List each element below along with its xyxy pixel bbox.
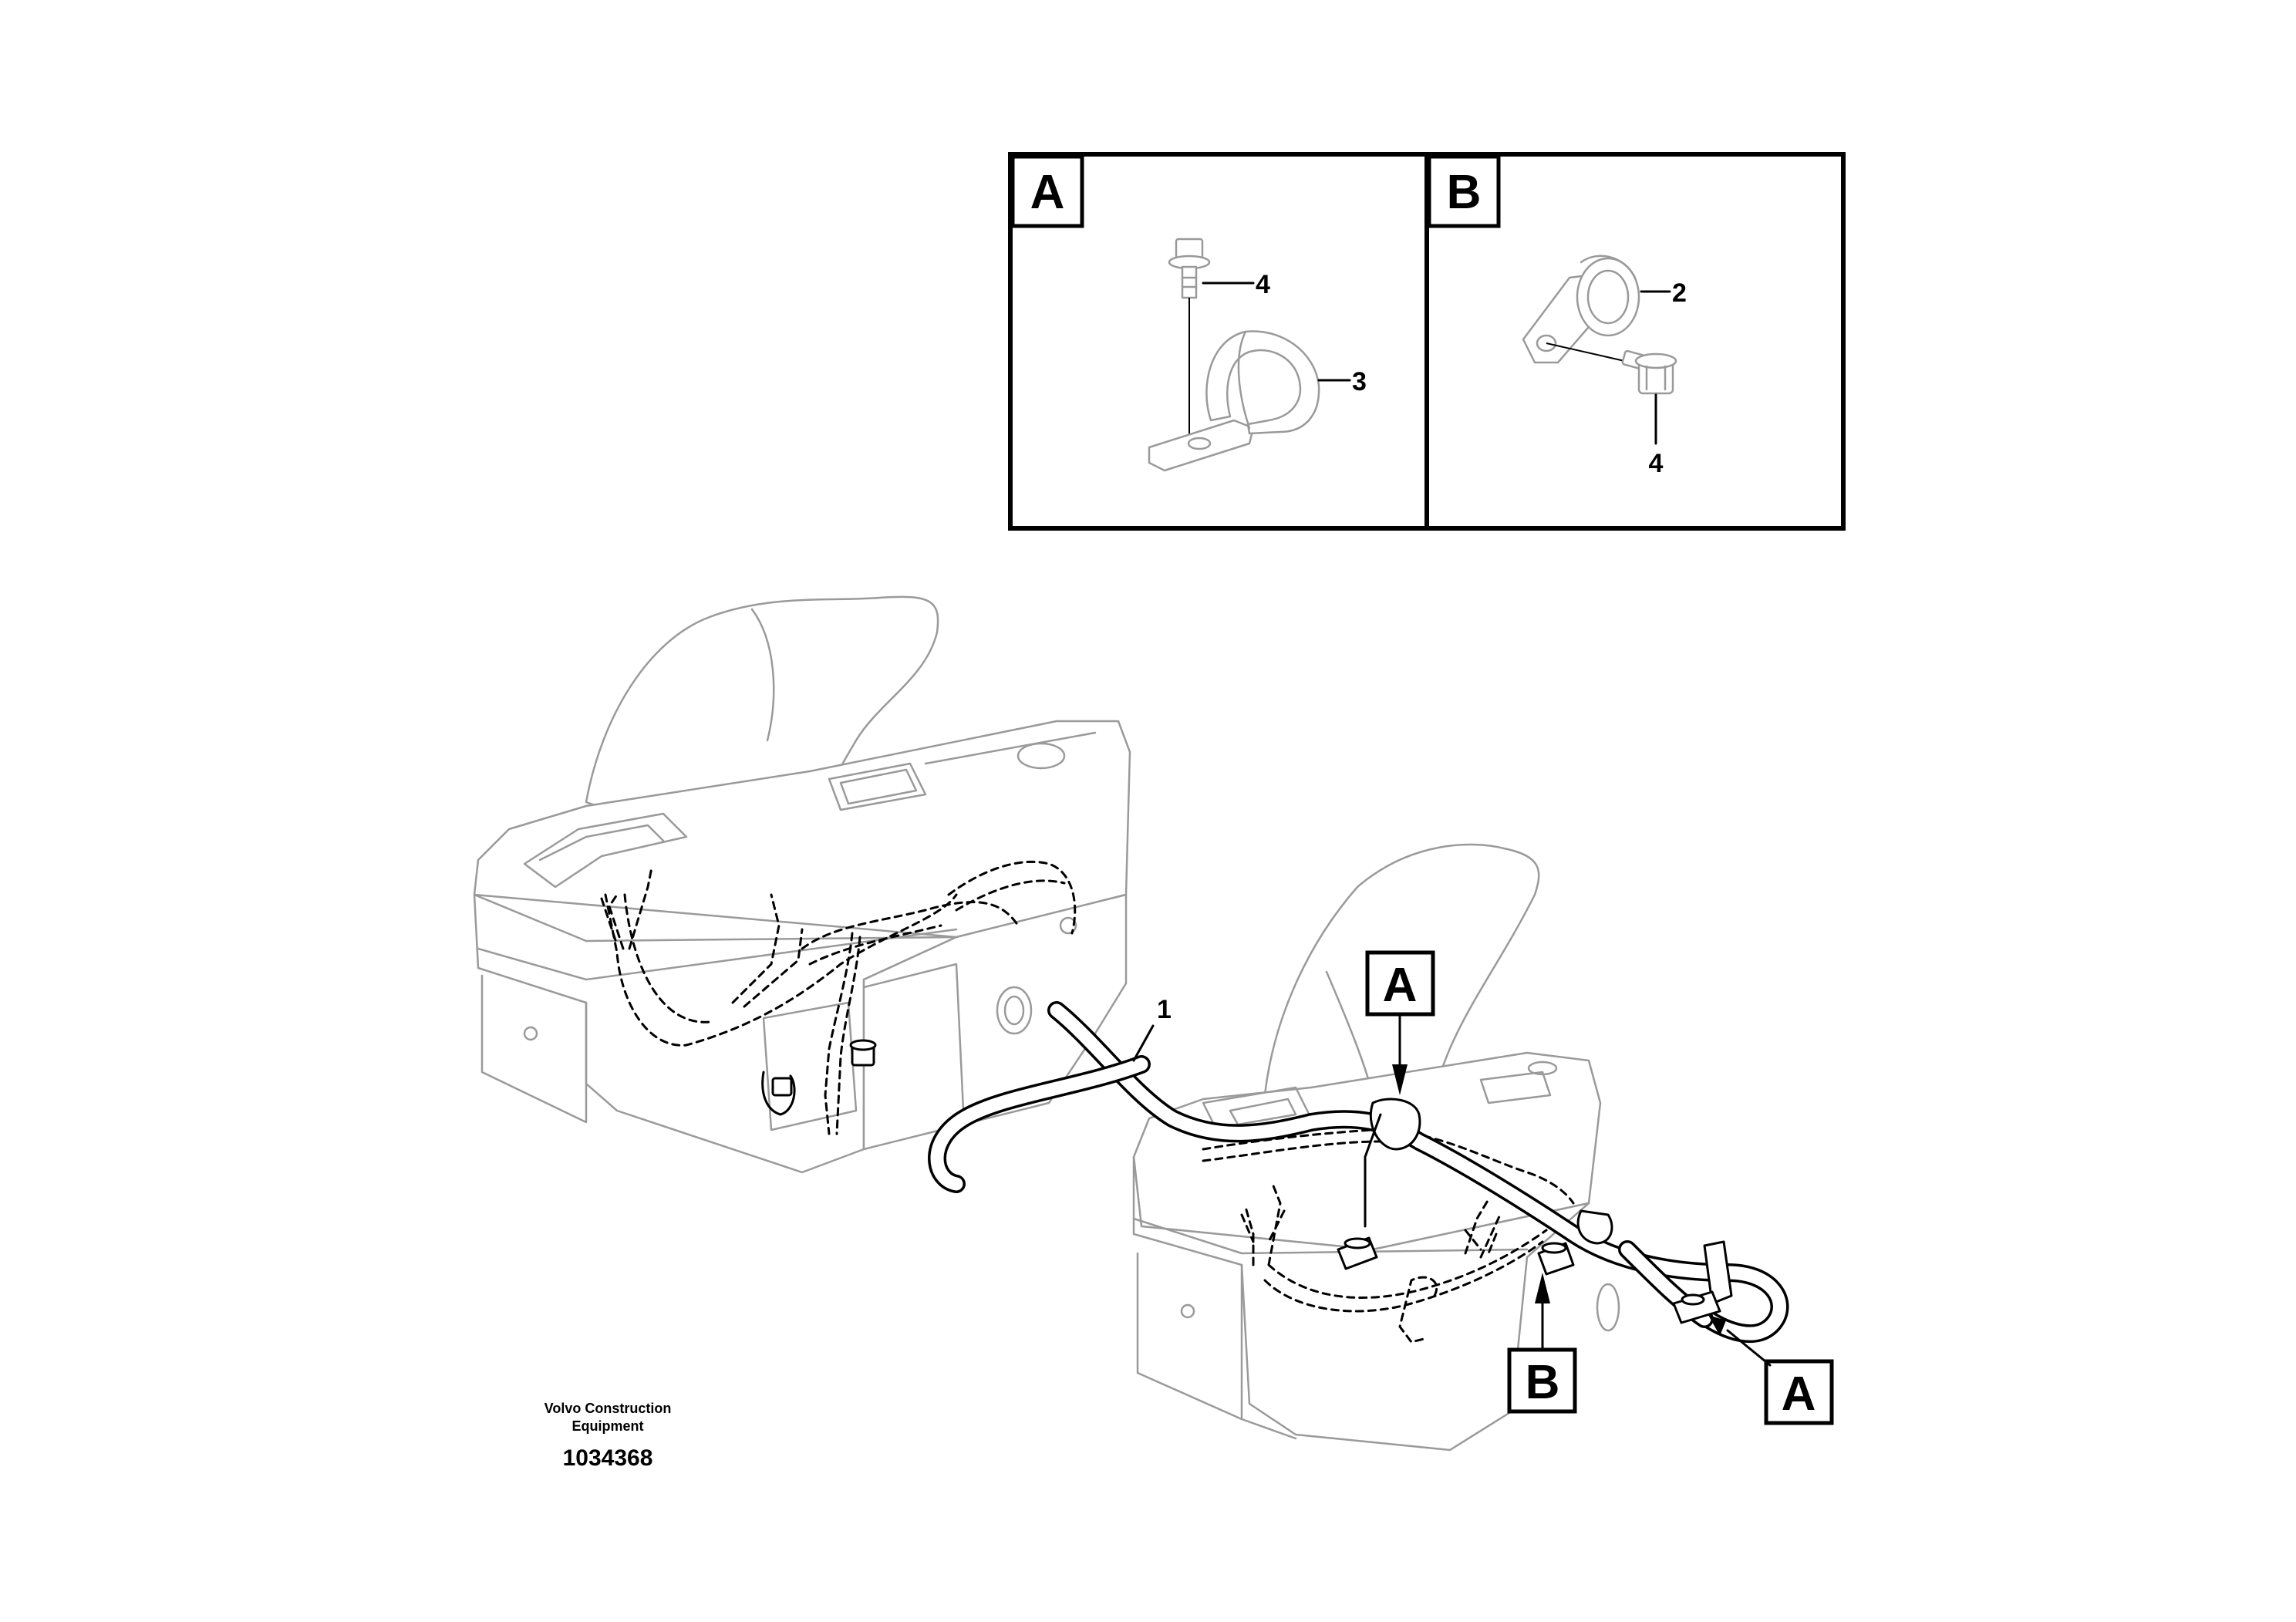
view-tag-b-bottom: B [1507,1273,1577,1414]
detail-frame [1008,152,1846,531]
view-tag-a-right: A [1708,1315,1834,1425]
svg-text:A: A [1782,1367,1816,1421]
callout-4-detail-b: 4 [1649,449,1664,478]
credit-line-2: Equipment [572,1418,644,1434]
clamp-icon [1537,1209,1613,1276]
callout-2: 2 [1672,278,1687,308]
detail-view-b: B 2 4 [1427,154,1687,478]
callout-4-detail-a: 4 [1256,270,1270,299]
svg-text:B: B [1526,1356,1560,1409]
drawing-number: 1034368 [563,1445,653,1471]
clamp-icon [1522,255,1640,364]
bolt-icon [761,1071,796,1116]
svg-text:A: A [1383,959,1418,1012]
view-tag-a-top: A [1365,950,1435,1095]
screw-icon [1168,238,1211,447]
detail-a-letter: A [1030,166,1065,219]
callout-3: 3 [1352,367,1367,396]
screw-icon [1621,349,1677,395]
clamp-icon [1337,1098,1421,1270]
detail-b-letter: B [1447,166,1482,219]
drawing-credit: Volvo Construction Equipment 1034368 [544,1401,672,1471]
callout-leader [1132,1024,1155,1062]
clamp-icon [1672,1240,1733,1324]
callout-1: 1 [1157,995,1172,1024]
p-clamp-icon [1148,330,1320,472]
credit-line-1: Volvo Construction [544,1401,672,1416]
bolt-icon [849,1039,877,1067]
detail-view-a: A 4 3 [1010,154,1367,472]
